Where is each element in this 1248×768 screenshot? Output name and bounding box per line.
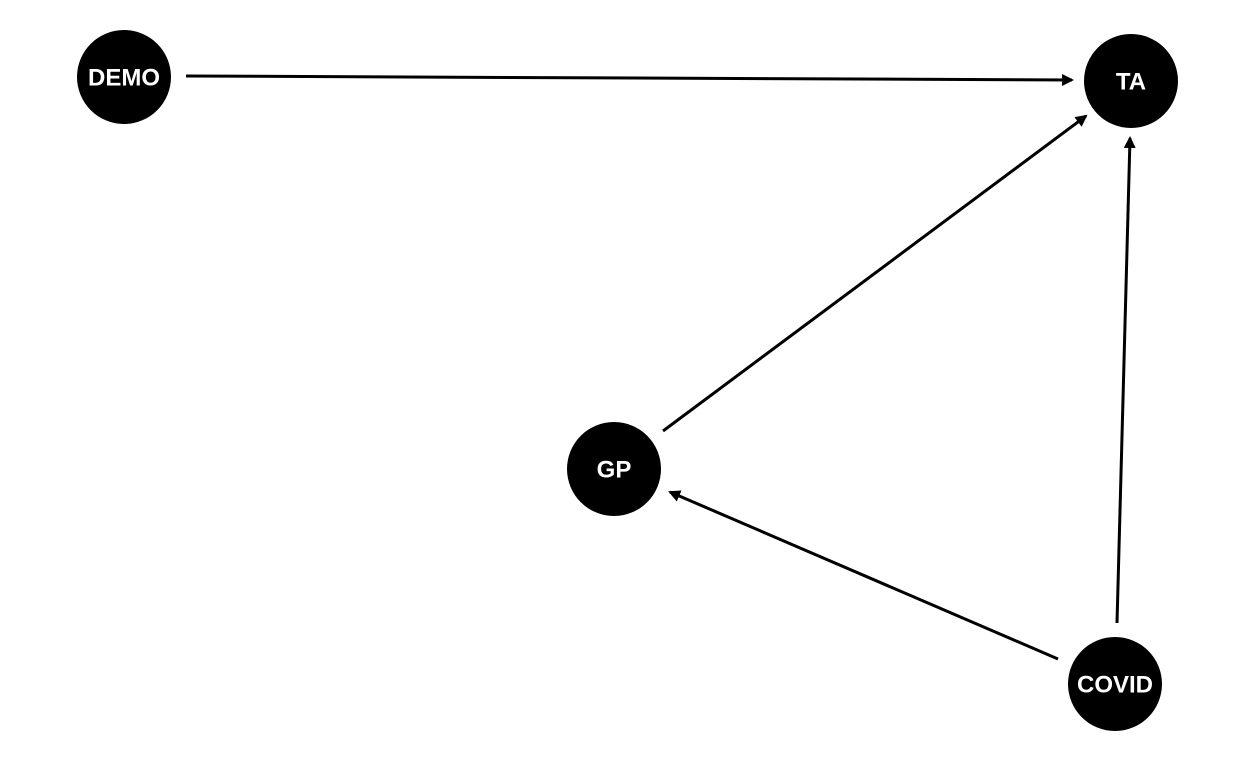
edge-covid-to-ta xyxy=(1115,136,1136,624)
node-demo: DEMO xyxy=(77,30,171,124)
node-gp-circle xyxy=(567,422,661,516)
edge-demo-to-ta xyxy=(185,73,1074,86)
node-covid-label: COVID xyxy=(1077,672,1153,699)
node-demo-circle xyxy=(77,30,171,124)
nodes-layer: DEMO TA GP COVID xyxy=(77,30,1178,731)
node-gp-label: GP xyxy=(597,457,632,484)
node-covid-circle xyxy=(1068,637,1162,731)
node-demo-label: DEMO xyxy=(88,65,160,92)
node-gp: GP xyxy=(567,422,661,516)
node-ta-label: TA xyxy=(1116,69,1146,96)
edges-layer xyxy=(185,73,1136,661)
edge-gp-to-ta xyxy=(662,114,1088,433)
node-ta-circle xyxy=(1084,34,1178,128)
edge-covid-to-gp xyxy=(668,490,1059,661)
node-ta: TA xyxy=(1084,34,1178,128)
node-covid: COVID xyxy=(1068,637,1162,731)
